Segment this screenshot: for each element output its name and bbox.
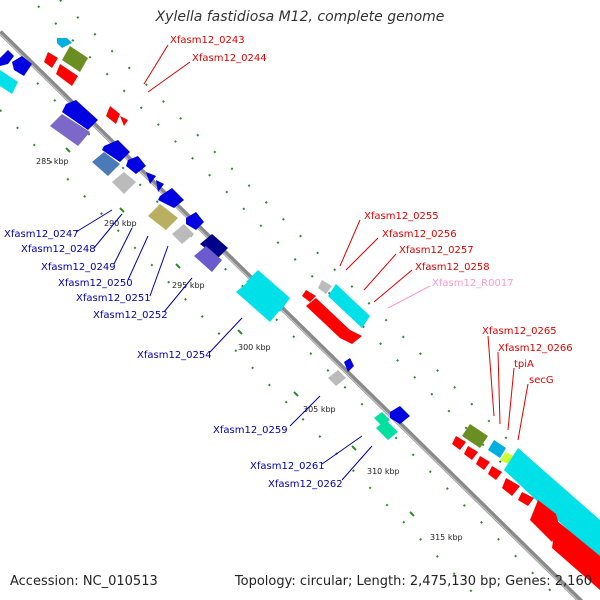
gene-arrow [62, 100, 98, 130]
gene-label: Xfasm12_0247 [4, 229, 79, 240]
gene-arrow [50, 114, 90, 146]
tick-label: 285 kbp [36, 157, 69, 166]
forward-labels: Xfasm12_0243 Xfasm12_0244 Xfasm12_0255 X… [170, 35, 573, 386]
gene-arrow [106, 106, 120, 124]
gene-label: Xfasm12_0258 [415, 262, 490, 273]
gene-arrow [0, 50, 14, 66]
gene-arrow [44, 52, 58, 68]
reverse-leader-lines [75, 209, 373, 481]
gene-label: Xfasm12_0243 [170, 35, 245, 46]
gene-arrow [488, 440, 506, 458]
gene-arrow [328, 370, 346, 386]
gene-arrow [148, 204, 178, 230]
gene-label: Xfasm12_0265 [482, 326, 557, 337]
reverse-labels: Xfasm12_0247 Xfasm12_0248 Xfasm12_0249 X… [4, 229, 343, 490]
tick-label: 305 kbp [303, 405, 336, 414]
tick-label: 310 kbp [367, 467, 400, 476]
gene-label: Xfasm12_0252 [93, 310, 168, 321]
gene-arrow [186, 212, 204, 230]
gene-arrow [126, 156, 146, 174]
gene-arrow [328, 284, 370, 328]
gene-arrow [476, 456, 490, 470]
gene-arrow [462, 424, 488, 448]
gene-arrow [464, 446, 478, 460]
tick-label: 295 kbp [172, 281, 205, 290]
gene-label: Xfasm12_0266 [498, 343, 573, 354]
gene-label: Xfasm12_R0017 [432, 278, 514, 289]
gene-arrow [488, 466, 502, 480]
gene-arrow [318, 280, 332, 294]
gene-arrow [172, 224, 194, 244]
forward-leader-lines [143, 44, 529, 441]
forward-genes [44, 38, 600, 590]
gene-label: Xfasm12_0259 [213, 425, 288, 436]
gene-label: Xfasm12_0249 [41, 262, 116, 273]
gene-arrow [146, 172, 156, 184]
tick-label: 315 kbp [430, 533, 463, 542]
tick-labels: 285 kbp 290 kbp 295 kbp 300 kbp 305 kbp … [36, 157, 463, 542]
gene-label: Xfasm12_0251 [76, 293, 151, 304]
tick-label: 290 kbp [104, 219, 137, 228]
tick-marks [65, 147, 415, 517]
gene-arrow [92, 152, 120, 176]
gene-arrow [194, 246, 222, 272]
gene-arrow [112, 172, 136, 194]
gene-arrow [62, 46, 88, 72]
gene-label: Xfasm12_0257 [399, 245, 474, 256]
gene-arrow [530, 500, 560, 542]
gene-arrow [390, 406, 410, 424]
gene-arrow [502, 478, 520, 496]
gene-label: secG [529, 375, 554, 386]
gene-arrow [302, 290, 316, 302]
gene-label: Xfasm12_0262 [268, 479, 343, 490]
gene-arrow [518, 492, 534, 506]
gene-label: Xfasm12_0248 [21, 244, 96, 255]
gene-label: tpiA [514, 359, 534, 370]
gene-arrow [156, 180, 164, 192]
genome-backbone [0, 30, 584, 600]
gene-label: Xfasm12_0255 [364, 211, 439, 222]
gene-arrow [246, 270, 290, 312]
gene-arrow [504, 448, 600, 560]
gene-arrow [500, 452, 514, 464]
map-title: Xylella fastidiosa M12, complete genome [155, 9, 445, 25]
gene-arrow [376, 420, 398, 440]
gene-arrow [57, 38, 72, 48]
gene-arrow [56, 64, 78, 86]
reverse-genes [0, 50, 410, 440]
gene-arrow [0, 70, 18, 94]
gene-arrow [102, 140, 130, 162]
gene-label: Xfasm12_0244 [192, 53, 267, 64]
gene-arrow [12, 56, 32, 76]
genome-summary-text: Topology: circular; Length: 2,475,130 bp… [234, 574, 592, 589]
gene-arrow [200, 234, 228, 258]
gene-label: Xfasm12_0256 [382, 229, 457, 240]
gene-arrow [344, 358, 354, 372]
gene-arrow [158, 188, 184, 208]
gene-arrow [452, 436, 466, 450]
accession-text: Accession: NC_010513 [10, 574, 158, 589]
gene-label: Xfasm12_0250 [58, 278, 133, 289]
gene-label: Xfasm12_0254 [137, 350, 212, 361]
gene-arrow [306, 298, 362, 344]
gene-arrow [552, 520, 600, 590]
gene-arrow [236, 282, 280, 322]
gene-label: Xfasm12_0261 [250, 461, 325, 472]
rna-leader-line [387, 285, 431, 309]
gene-arrow [120, 116, 128, 126]
tick-label: 300 kbp [238, 343, 271, 352]
